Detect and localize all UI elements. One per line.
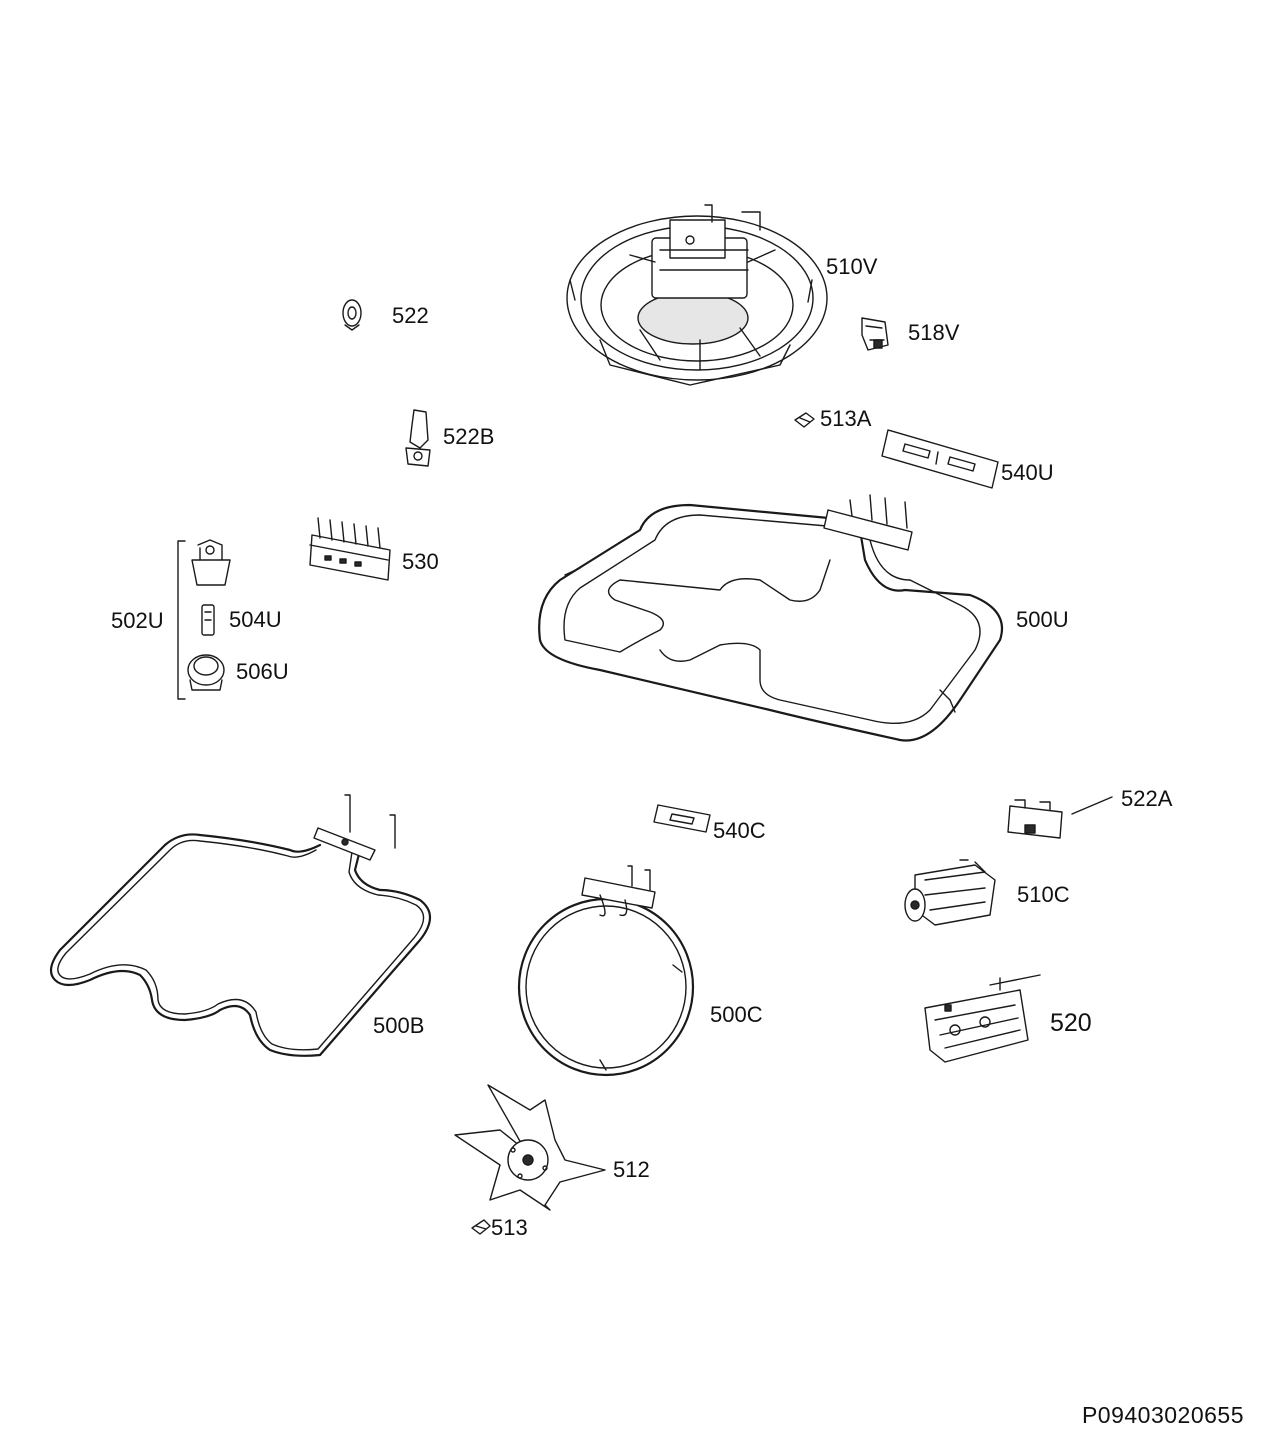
- label-510v: 510V: [826, 254, 878, 279]
- part-540c-gasket: [653, 804, 711, 833]
- part-518v-bracket: [861, 317, 889, 351]
- part-540u-gasket: [881, 429, 999, 489]
- part-500c-ring-heating-element: [517, 865, 695, 1077]
- part-500b-lower-heating-element: [49, 794, 432, 1057]
- part-506u-lamp-cover: [187, 654, 225, 691]
- label-502u: 502U: [111, 608, 164, 633]
- part-504u-bulb: [201, 604, 215, 636]
- label-522: 522: [392, 303, 429, 328]
- label-540c: 540C: [713, 818, 766, 843]
- label-540u: 540U: [1001, 460, 1054, 485]
- label-504u: 504U: [229, 607, 282, 632]
- leader-522a: [1071, 796, 1113, 815]
- part-510c-motor: [904, 859, 996, 926]
- label-520: 520: [1050, 1009, 1092, 1037]
- label-513a: 513A: [820, 406, 872, 431]
- part-502u-group-bracket: [177, 540, 186, 700]
- label-522b: 522B: [443, 424, 495, 449]
- label-522a: 522A: [1121, 786, 1173, 811]
- part-510v-fan-motor-assembly: [566, 204, 828, 386]
- part-530-terminal-block: [309, 517, 391, 581]
- label-513: 513: [491, 1215, 528, 1240]
- part-513-nut: [471, 1219, 491, 1235]
- label-500c: 500C: [710, 1002, 763, 1027]
- part-512-fan-impeller: [454, 1084, 606, 1211]
- part-522-clip: [342, 299, 362, 331]
- label-518v: 518V: [908, 320, 960, 345]
- label-530: 530: [402, 549, 439, 574]
- part-513a-nut: [794, 412, 815, 428]
- part-lamp-socket: [191, 539, 231, 586]
- label-510c: 510C: [1017, 882, 1070, 907]
- label-512: 512: [613, 1157, 650, 1182]
- label-500b: 500B: [373, 1013, 425, 1038]
- label-500u: 500U: [1016, 607, 1069, 632]
- part-520-control-module: [924, 974, 1041, 1063]
- label-506u: 506U: [236, 659, 289, 684]
- part-522b-holder: [405, 409, 431, 467]
- part-522a-switch: [1007, 799, 1063, 839]
- document-id: P09403020655: [1081, 1402, 1244, 1428]
- part-500u-upper-heating-element: [538, 494, 1004, 742]
